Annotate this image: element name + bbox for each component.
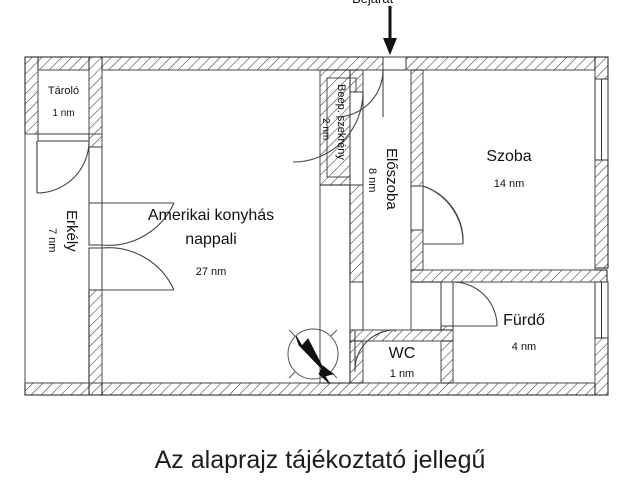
compass-north-arrow: [287, 328, 339, 385]
room-outlines: [24, 69, 596, 384]
interior-walls: [88, 69, 608, 396]
windows: [594, 78, 609, 339]
exterior-walls: [24, 56, 609, 396]
plan-caption: Az alaprajz tájékoztató jellegű: [154, 446, 486, 474]
door-leaves: [36, 141, 424, 372]
door-openings: [37, 56, 454, 331]
entrance-label: Bejárat: [352, 0, 393, 6]
door-swings: [36, 69, 498, 371]
entrance-direction-arrow: [383, 6, 397, 55]
